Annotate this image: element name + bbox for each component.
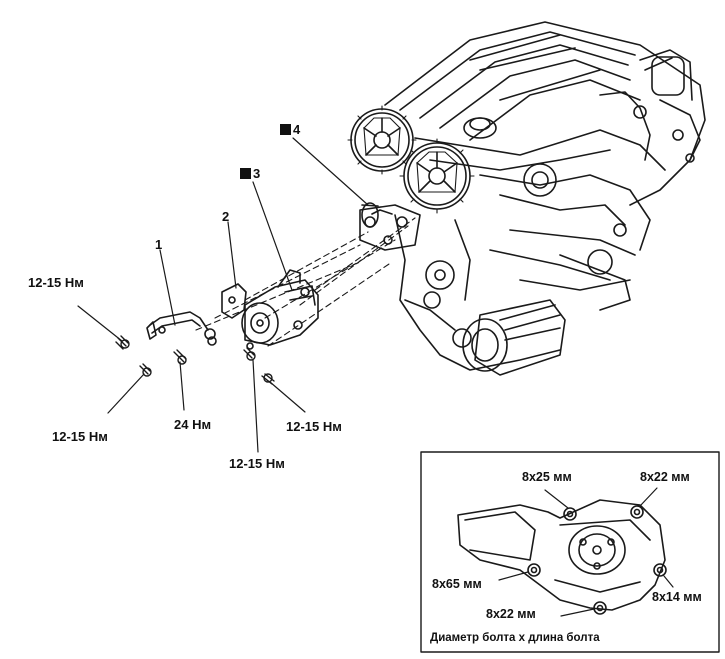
part-label-4: 4 (280, 123, 300, 136)
inset-detail (420, 451, 720, 653)
part-label-4-text: 4 (293, 122, 301, 137)
engine-block (384, 21, 706, 376)
part-3-water-pump (241, 269, 319, 350)
camshaft-sprocket-left (350, 108, 414, 172)
assembly-lines (195, 217, 416, 347)
part-label-1: 1 (155, 237, 163, 252)
torque-label-lower-left: 12-15 Нм (52, 429, 108, 444)
part-label-2: 2 (222, 209, 230, 224)
inset-bolt-label-right: 8x14 мм (652, 590, 702, 604)
torque-label-bottom-center: 12-15 Нм (229, 456, 285, 471)
part-marker-square (240, 168, 251, 179)
part-2-gasket (221, 283, 247, 319)
part-label-3: 3 (240, 167, 260, 180)
inset-bolt-label-top-left: 8x25 мм (522, 470, 572, 484)
inset-bolt-label-left: 8x65 мм (432, 577, 482, 591)
part-marker-square (280, 124, 291, 135)
inset-caption: Диаметр болта x длина болта (430, 632, 600, 644)
inset-bolt-label-bottom: 8x22 мм (486, 607, 536, 621)
leader-lines (77, 137, 369, 453)
sprocket-teeth (347, 105, 475, 214)
part-label-3-text: 3 (253, 166, 261, 181)
part-1-pipe (146, 311, 217, 346)
torque-label-right: 12-15 Нм (286, 419, 342, 434)
bolts (115, 335, 275, 385)
inset-bolt-label-top-right: 8x22 мм (640, 470, 690, 484)
torque-label-upper-left: 12-15 Нм (28, 275, 84, 290)
torque-label-24: 24 Нм (174, 417, 212, 432)
part-4-gasket (361, 202, 379, 228)
